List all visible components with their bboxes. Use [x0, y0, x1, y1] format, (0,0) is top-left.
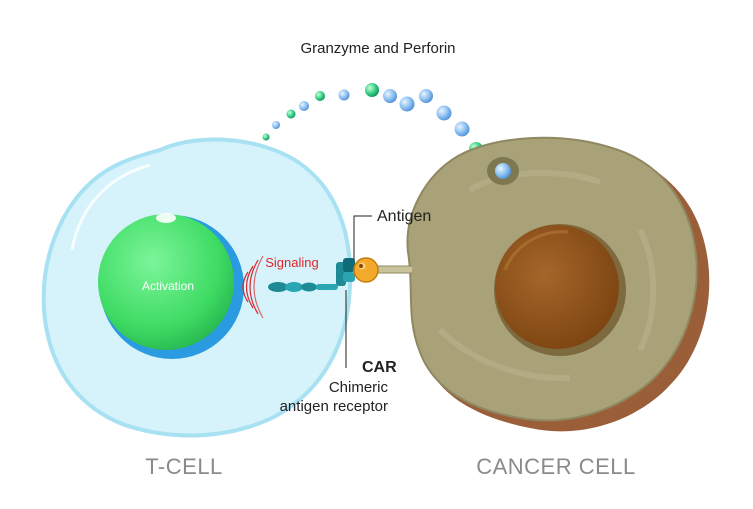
antigen-label: Antigen	[377, 208, 431, 225]
car-description-line1: Chimeric	[329, 379, 389, 396]
antigen-icon	[353, 257, 428, 283]
car-description-line2: antigen receptor	[280, 398, 388, 415]
cancer-cell-label: CANCER CELL	[476, 454, 636, 479]
granule-sphere-icon	[262, 133, 270, 141]
leader-lines	[345, 215, 372, 368]
granule-sphere-icon	[299, 101, 309, 111]
granule-sphere-icon	[272, 121, 280, 129]
granule-sphere-icon	[399, 96, 415, 112]
cancer-cell-texture	[437, 169, 657, 382]
granule-sphere-icon	[286, 109, 296, 119]
granule-sphere-icon	[338, 89, 350, 101]
t-cell-label: T-CELL	[145, 454, 223, 479]
granule-sphere-icon	[436, 105, 452, 121]
granule-sphere-icon	[419, 89, 433, 103]
cancer-cell	[406, 136, 710, 432]
granule-sphere-icon	[365, 83, 379, 97]
granule-sphere-icon	[454, 121, 470, 137]
t-cell-nucleus	[98, 213, 244, 359]
granule-sphere-icon	[383, 89, 397, 103]
t-cell	[41, 137, 353, 438]
signal-wave-icon	[242, 255, 264, 319]
activation-label: Activation	[142, 279, 194, 293]
cancer-cell-vesicle	[487, 157, 519, 185]
car-receptor-icon	[268, 258, 355, 292]
granzyme-perforin-label: Granzyme and Perforin	[300, 40, 455, 57]
car-label: CAR	[362, 359, 397, 376]
signaling-label: Signaling	[265, 255, 319, 270]
granule-sphere-icon	[315, 91, 325, 101]
t-cell-inner-highlight	[70, 163, 151, 251]
cancer-cell-nucleus	[494, 224, 626, 356]
